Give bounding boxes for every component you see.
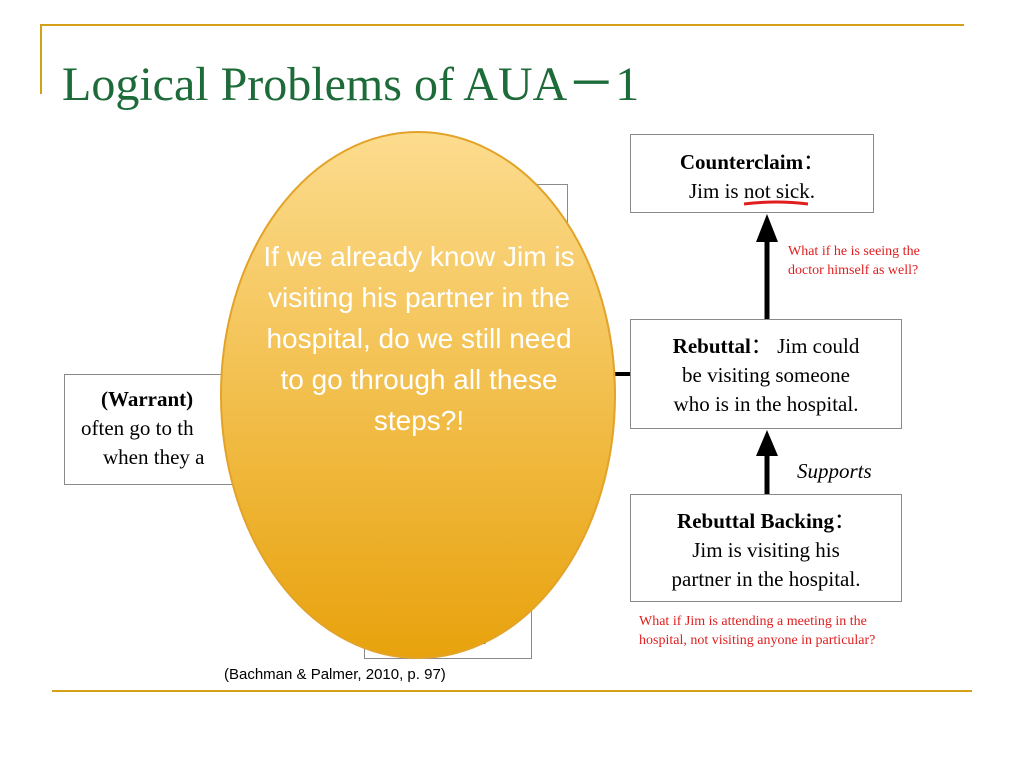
counterclaim-note-line-2: doctor himself as well? xyxy=(788,263,919,278)
top-rule xyxy=(40,24,964,26)
counterclaim-text-underlined: is not xyxy=(724,179,771,203)
arrowhead-counterclaim xyxy=(756,214,778,242)
rebuttal-backing-punct: ： xyxy=(833,509,855,533)
citation: (Bachman & Palmer, 2010, p. 97) xyxy=(224,666,446,683)
oval-question-text: If we already know Jim is visiting his p… xyxy=(263,241,575,436)
warrant-line-2: often go to th xyxy=(81,416,194,440)
rebuttal-line-1: Jim could xyxy=(777,334,860,358)
backing-note-line-1: What if Jim is attending a meeting in th… xyxy=(639,614,867,629)
backing-note-line-2: hospital, not visiting anyone in particu… xyxy=(639,633,876,648)
counterclaim-note: What if he is seeing the doctor himself … xyxy=(788,242,920,280)
counterclaim-text-b: sick. xyxy=(770,179,815,203)
bottom-rule xyxy=(52,690,972,692)
rebuttal-box: Rebuttal： Jim could be visiting someone … xyxy=(630,319,902,429)
supports-label: Supports xyxy=(797,459,872,483)
rebuttal-backing-line-1: Jim is visiting his xyxy=(692,538,840,562)
arrowhead-rebuttal xyxy=(756,430,778,456)
left-rule xyxy=(40,24,42,94)
rebuttal-line-2: be visiting someone xyxy=(682,363,850,387)
rebuttal-line-3: who is in the hospital. xyxy=(673,392,859,416)
underline-mark xyxy=(743,200,809,206)
question-oval xyxy=(220,131,616,659)
warrant-line-3: when they a xyxy=(103,445,205,469)
rebuttal-punct: ： xyxy=(750,334,772,358)
rebuttal-backing-label: Rebuttal Backing xyxy=(677,509,834,533)
counterclaim-text-a: Jim xyxy=(688,179,725,203)
rebuttal-backing-line-2: partner in the hospital. xyxy=(671,567,861,591)
rebuttal-label: Rebuttal xyxy=(672,334,751,358)
rebuttal-backing-box: Rebuttal Backing： Jim is visiting his pa… xyxy=(630,494,902,602)
counterclaim-note-line-1: What if he is seeing the xyxy=(788,244,920,259)
counterclaim-box: Counterclaim： Jim is not sick. xyxy=(630,134,874,213)
warrant-label: (Warrant) xyxy=(101,387,194,411)
slide-title: Logical Problems of AUA－1 xyxy=(62,58,640,111)
counterclaim-label: Counterclaim xyxy=(679,150,804,174)
counterclaim-punct: ： xyxy=(803,150,825,174)
backing-note: What if Jim is attending a meeting in th… xyxy=(639,612,875,650)
